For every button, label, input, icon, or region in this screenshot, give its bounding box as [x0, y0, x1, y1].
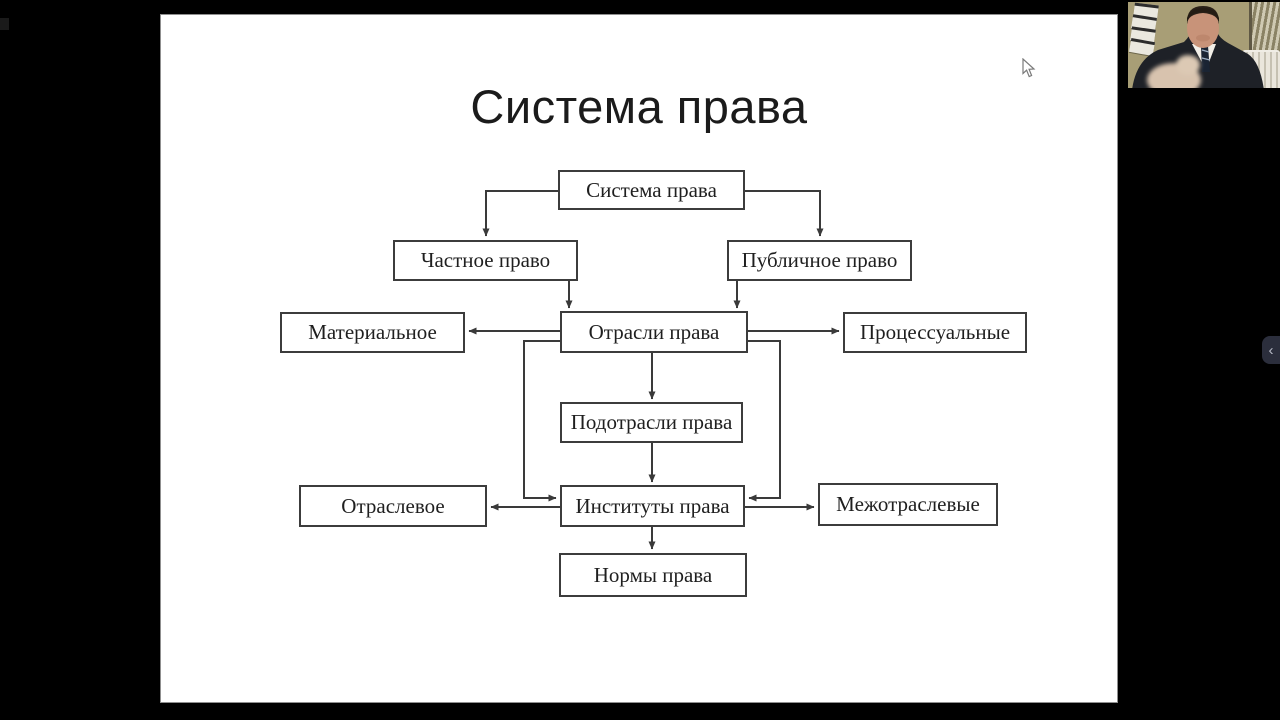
window-blinds: [1252, 2, 1280, 54]
diagram-node-materialnoe: Материальное: [280, 312, 465, 353]
diagram-node-publichnoe-pravo: Публичное право: [727, 240, 912, 281]
diagram-node-instituty-prava: Институты права: [560, 485, 745, 527]
diagram-node-otraslevoe: Отраслевое: [299, 485, 487, 527]
diagram-node-sistema-prava: Система права: [558, 170, 745, 210]
window-frame: [1249, 2, 1252, 54]
webcam-thumbnail[interactable]: [1128, 0, 1280, 88]
diagram-node-mezhotraslevye: Межотраслевые: [818, 483, 998, 526]
video-edge-artifact: [0, 18, 9, 30]
presentation-slide: Система права: [160, 14, 1118, 703]
diagram-node-processualnye: Процессуальные: [843, 312, 1027, 353]
collapse-video-panel-button[interactable]: ‹: [1262, 336, 1280, 364]
diagram-node-normy-prava: Нормы права: [559, 553, 747, 597]
presenter-figure: [1132, 6, 1264, 88]
diagram-node-otrasli-prava: Отрасли права: [560, 311, 748, 353]
diagram-node-podotrasli-prava: Подотрасли права: [560, 402, 743, 443]
slide-title: Система права: [470, 80, 808, 133]
diagram-node-chastnoe-pravo: Частное право: [393, 240, 578, 281]
chevron-left-icon: ‹: [1268, 341, 1274, 359]
